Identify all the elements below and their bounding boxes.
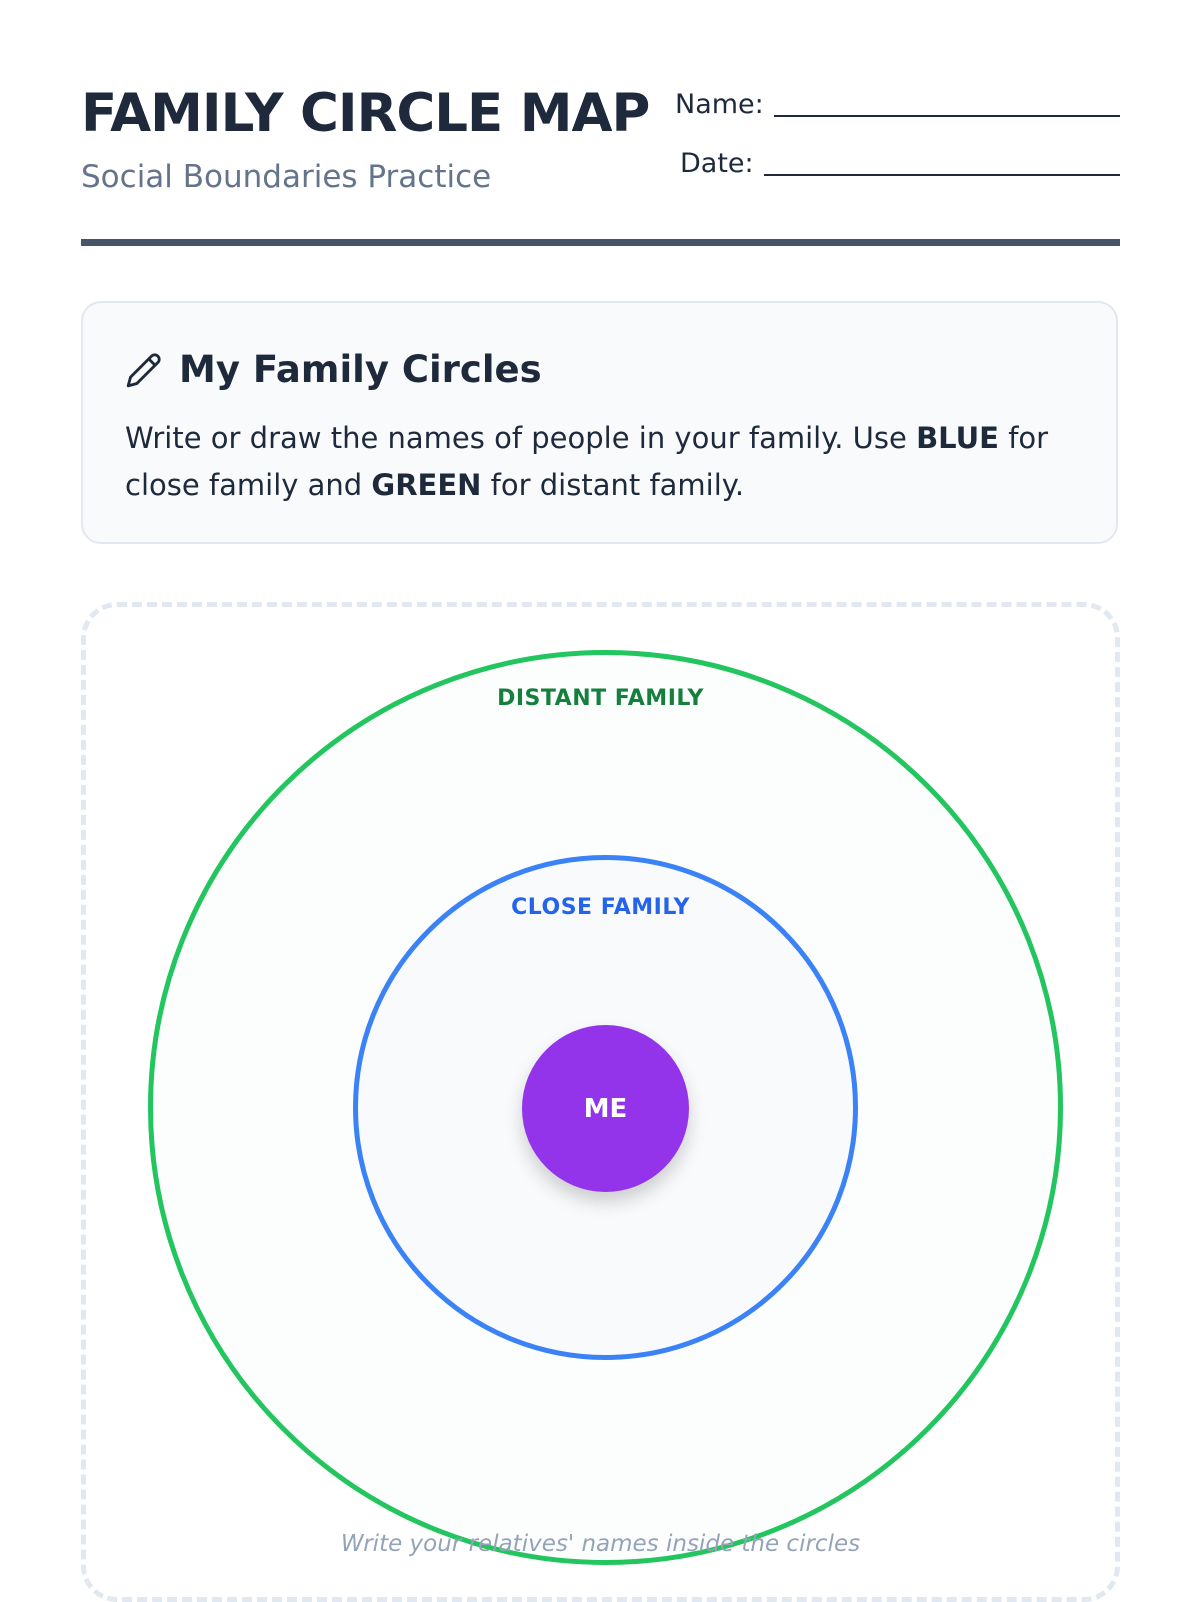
page-subtitle: Social Boundaries Practice — [81, 159, 492, 195]
name-label: Name: — [675, 89, 764, 120]
green-keyword: GREEN — [371, 468, 482, 502]
name-blank-line[interactable] — [773, 115, 1120, 117]
instruction-text: Write or draw the names of people in you… — [125, 415, 1065, 509]
date-label: Date: — [680, 148, 754, 179]
instruction-text-part1: Write or draw the names of people in you… — [125, 421, 917, 455]
distant-family-label: DISTANT FAMILY — [497, 686, 704, 711]
instruction-box: My Family Circles Write or draw the name… — [81, 301, 1118, 544]
family-circle-diagram: ME DISTANT FAMILY CLOSE FAMILY Write you… — [81, 602, 1120, 1602]
name-field[interactable]: Name: — [675, 88, 1120, 122]
distant-family-circle[interactable] — [148, 650, 1063, 1565]
me-circle: ME — [522, 1025, 689, 1192]
me-label: ME — [583, 1093, 628, 1124]
instruction-title: My Family Circles — [125, 347, 542, 393]
worksheet-page: FAMILY CIRCLE MAP Social Boundaries Prac… — [81, 0, 1120, 1602]
header-divider — [81, 239, 1120, 246]
date-field[interactable]: Date: — [680, 147, 1120, 181]
page-title: FAMILY CIRCLE MAP — [81, 83, 650, 144]
diagram-hint: Write your relatives' names inside the c… — [340, 1531, 861, 1557]
instruction-text-part2: for close family and — [125, 421, 1049, 502]
close-family-label: CLOSE FAMILY — [511, 895, 690, 920]
date-blank-line[interactable] — [763, 174, 1120, 176]
pencil-icon — [126, 353, 161, 388]
blue-keyword: BLUE — [916, 421, 999, 455]
instruction-heading: My Family Circles — [179, 348, 542, 391]
worksheet-header: FAMILY CIRCLE MAP Social Boundaries Prac… — [81, 78, 1120, 248]
instruction-text-part3: for distant family. — [481, 468, 745, 502]
